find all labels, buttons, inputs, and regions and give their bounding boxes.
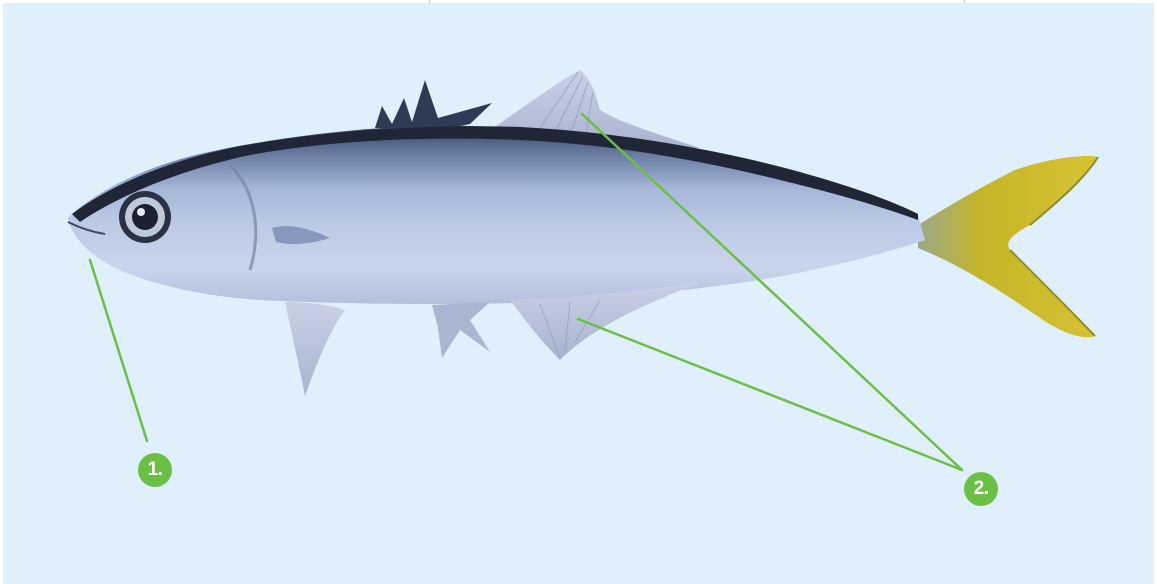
tail-fin: [918, 156, 1098, 337]
anal-spines: [432, 302, 490, 358]
eye: [119, 191, 171, 243]
callout-marker-1: 1.: [138, 453, 172, 487]
leader-line-1: [90, 260, 147, 441]
pelvic-fin: [285, 302, 345, 396]
callout-marker-2: 2.: [964, 472, 998, 506]
fish-body: [68, 126, 925, 304]
first-dorsal-fin: [375, 80, 492, 130]
leader-line-2b: [578, 319, 962, 470]
